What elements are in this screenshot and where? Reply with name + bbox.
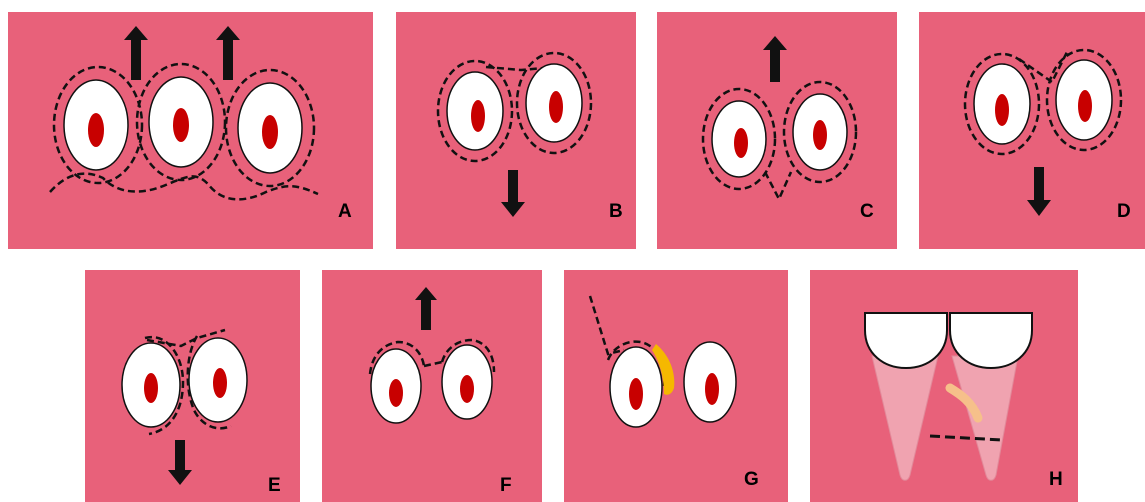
pulp-icon: [173, 108, 189, 142]
panel-c: C: [657, 12, 897, 249]
pulp-icon: [1078, 90, 1092, 122]
panel-f: F: [322, 270, 542, 502]
panel-b-diagram: [396, 12, 636, 249]
pulp-icon: [734, 128, 748, 158]
pulp-icon: [995, 94, 1009, 126]
panel-label: B: [609, 202, 623, 221]
pulp-icon: [705, 373, 719, 405]
panel-d-diagram: [919, 12, 1145, 249]
panel-g: G: [564, 270, 788, 502]
panel-label: C: [860, 202, 874, 221]
panel-b: B: [396, 12, 636, 249]
panel-e-diagram: [85, 270, 300, 502]
panel-g-diagram: [564, 270, 788, 502]
pulp-icon: [813, 120, 827, 150]
panel-label: F: [500, 476, 512, 495]
pulp-icon: [213, 368, 227, 398]
panel-e: E: [85, 270, 300, 502]
panel-a-diagram: [8, 12, 373, 249]
panel-d: D: [919, 12, 1145, 249]
pulp-icon: [262, 115, 278, 149]
pulp-icon: [460, 375, 474, 403]
panel-label: G: [744, 470, 759, 489]
pulp-icon: [629, 378, 643, 410]
panel-h-diagram: [810, 270, 1078, 502]
pulp-icon: [389, 379, 403, 407]
panel-label: H: [1049, 470, 1063, 489]
pulp-icon: [471, 100, 485, 132]
pulp-icon: [88, 113, 104, 147]
panel-h: H: [810, 270, 1078, 502]
panel-a: A: [8, 12, 373, 249]
pulp-icon: [144, 373, 158, 403]
panel-f-diagram: [322, 270, 542, 502]
panel-label: A: [338, 202, 352, 221]
panel-label: D: [1117, 202, 1131, 221]
pulp-icon: [549, 91, 563, 123]
panel-label: E: [268, 476, 281, 495]
